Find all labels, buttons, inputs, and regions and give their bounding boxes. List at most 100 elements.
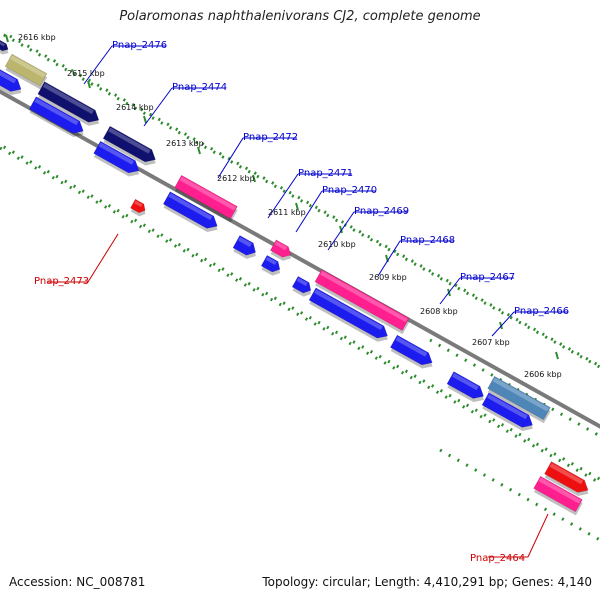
major-tick: [197, 146, 201, 155]
gene-blue-6: [260, 255, 281, 276]
gene-blue-11-highlight: [487, 394, 528, 420]
gene-blue-10: [446, 371, 484, 403]
gene-2464-red-highlight: [549, 463, 584, 485]
leader-line: [143, 87, 173, 127]
gene-features: [0, 38, 589, 516]
kbp-label: 2615 kbp: [67, 69, 105, 78]
gene-2466-body: [487, 375, 551, 421]
gene-blue-7-highlight: [296, 277, 308, 287]
gene-2473: [130, 198, 146, 217]
label-leaders: [48, 45, 568, 558]
gene-2474-body: [37, 81, 100, 123]
gene-blue-4-body: [162, 191, 218, 229]
gene-2476-prev-body: [0, 38, 9, 52]
tick-track-lower: [0, 146, 600, 485]
gene-label: Pnap_2469: [354, 206, 409, 217]
leader-line: [377, 240, 401, 277]
gene-blue-6-body: [260, 255, 281, 273]
major-tick: [87, 80, 91, 89]
gene-label: Pnap_2472: [243, 132, 298, 143]
leader-line: [83, 45, 113, 85]
gene-blue-10-highlight: [452, 372, 479, 391]
gene-label: Pnap_2468: [400, 235, 455, 246]
kbp-label: 2608 kbp: [420, 307, 458, 316]
tick-track-inner: [0, 143, 600, 481]
gene-2476-prev-highlight: [0, 40, 6, 47]
gene-blue-8: [308, 287, 388, 342]
kbp-label: 2616 kbp: [18, 33, 56, 42]
gene-label: Pnap_2464: [470, 553, 525, 564]
genome-backbone: [0, 89, 600, 429]
gene-blue-4-highlight: [168, 193, 213, 221]
gene-blue-2-body: [28, 96, 84, 134]
gene-blue-8-body: [308, 287, 388, 339]
gene-2466: [487, 375, 551, 424]
kbp-label: 2609 kbp: [369, 273, 407, 282]
leader-line: [87, 233, 119, 283]
gene-label: Pnap_2471: [298, 168, 353, 179]
gene-2472-navy: [102, 125, 156, 166]
gene-blue-1: [0, 68, 22, 96]
kbp-label: 2610 kbp: [318, 240, 356, 249]
gene-2468: [314, 269, 410, 335]
gene-2464-highlight: [538, 477, 582, 504]
gene-blue-5-highlight: [238, 236, 252, 248]
gene-label: Pnap_2476: [112, 40, 167, 51]
gene-blue-3-body: [93, 140, 140, 174]
gene-khaki-body: [4, 53, 48, 87]
major-tick: [339, 225, 343, 234]
gene-2473-highlight: [134, 200, 143, 208]
gene-2476-prev: [0, 38, 9, 55]
leader-line: [439, 277, 461, 305]
gene-blue-9: [390, 334, 433, 369]
gene-khaki: [4, 53, 48, 90]
gene-blue-8-highlight: [314, 289, 383, 330]
leader-line: [491, 311, 515, 337]
leader-line: [527, 513, 549, 558]
gene-2472-highlight: [179, 176, 236, 211]
gene-label: Pnap_2473: [34, 276, 89, 287]
tick-track-outer: [0, 31, 600, 369]
gene-blue-5: [232, 235, 256, 259]
gene-2466-highlight: [492, 377, 549, 412]
major-tick: [5, 34, 9, 43]
leader-line: [295, 190, 323, 233]
gene-2474-highlight: [42, 83, 94, 115]
gene-2471-highlight: [274, 241, 288, 251]
gene-blue-3: [93, 140, 140, 177]
gene-blue-9-body: [390, 334, 433, 366]
gene-blue-10-body: [446, 371, 484, 399]
gene-2474: [37, 81, 100, 126]
gene-label: Pnap_2466: [514, 306, 569, 317]
gene-label: Pnap_2470: [322, 185, 377, 196]
gene-blue-7: [291, 276, 312, 297]
gene-blue-9-highlight: [395, 336, 428, 357]
backbone-line: [0, 89, 600, 429]
gene-2468-body: [314, 269, 410, 331]
gene-2472: [174, 174, 238, 223]
kbp-label: 2607 kbp: [472, 338, 510, 347]
gene-2472-navy-highlight: [108, 127, 151, 154]
gene-blue-6-highlight: [265, 256, 277, 266]
gene-blue-2-highlight: [34, 98, 79, 126]
major-tick: [295, 202, 299, 211]
gene-blue-11: [481, 392, 533, 431]
accession-text: Accession: NC_008781: [9, 575, 146, 589]
gene-blue-7-body: [291, 276, 312, 294]
tick-track-lower-2: [439, 448, 600, 542]
leader-line: [267, 173, 299, 219]
kbp-label: 2611 kbp: [268, 208, 306, 217]
kbp-label: 2612 kbp: [217, 174, 255, 183]
gene-2464: [533, 475, 583, 516]
major-tick: [143, 115, 147, 124]
leader-line: [327, 211, 355, 251]
gene-blue-1-highlight: [0, 69, 17, 84]
gene-2472-navy-body: [102, 125, 156, 163]
summary-text: Topology: circular; Length: 4,410,291 bp…: [262, 575, 592, 589]
gene-blue-4: [162, 191, 218, 232]
kbp-label: 2614 kbp: [116, 103, 154, 112]
gene-2468-highlight: [320, 270, 408, 323]
gene-2473-body: [130, 198, 146, 214]
